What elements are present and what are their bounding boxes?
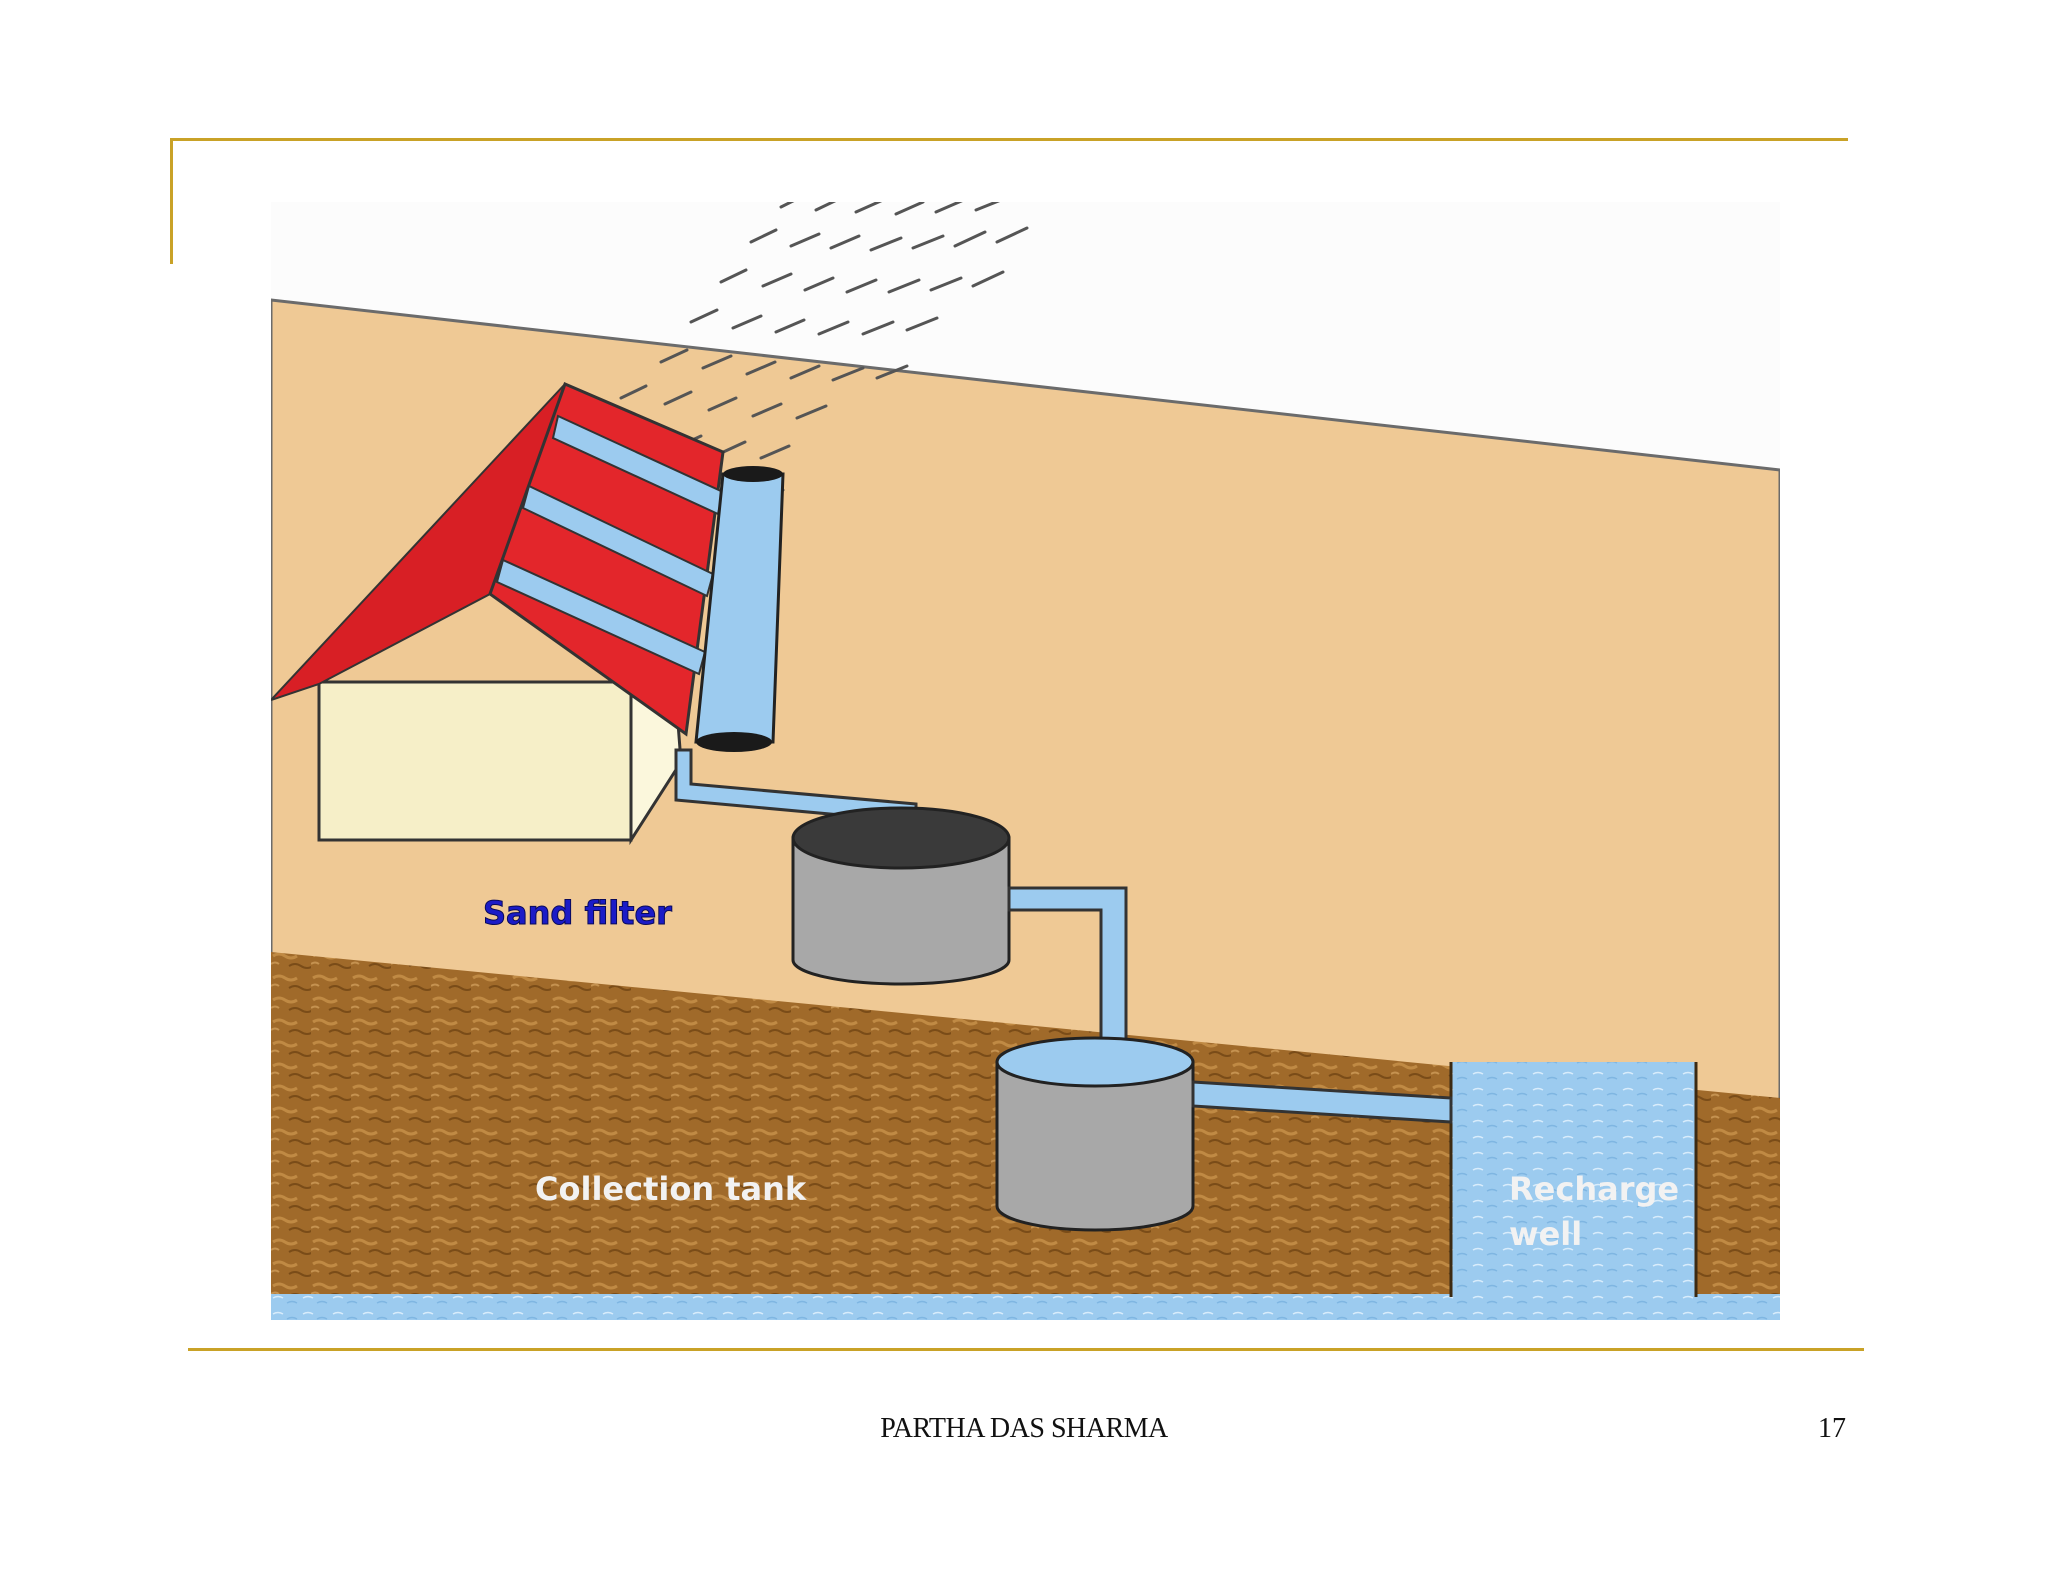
rainwater-harvesting-diagram: Sand filter Collection tank Recharge wel…	[271, 202, 1780, 1320]
label-sand-filter: Sand filter	[483, 894, 672, 932]
page-number: 17	[1818, 1413, 1846, 1444]
collection-tank	[995, 1036, 1195, 1232]
label-recharge-well-line2: well	[1509, 1215, 1582, 1253]
label-recharge-well-line1: Recharge	[1509, 1170, 1679, 1208]
house-front-wall	[317, 680, 633, 842]
pipe-to-recharge-well	[1191, 1080, 1453, 1124]
recharge-well-shaft	[1451, 1062, 1696, 1302]
slide-frame-top-line	[170, 138, 1848, 141]
label-collection-tank: Collection tank	[535, 1170, 807, 1208]
slide-footer-line	[188, 1348, 1864, 1351]
slide-frame-left-line	[170, 138, 173, 264]
roof-gutter-3	[495, 558, 707, 676]
roof-gutter-2	[521, 484, 715, 598]
footer-author: PARTHA DAS SHARMA	[880, 1413, 1168, 1444]
sand-filter-tank	[791, 806, 1011, 986]
